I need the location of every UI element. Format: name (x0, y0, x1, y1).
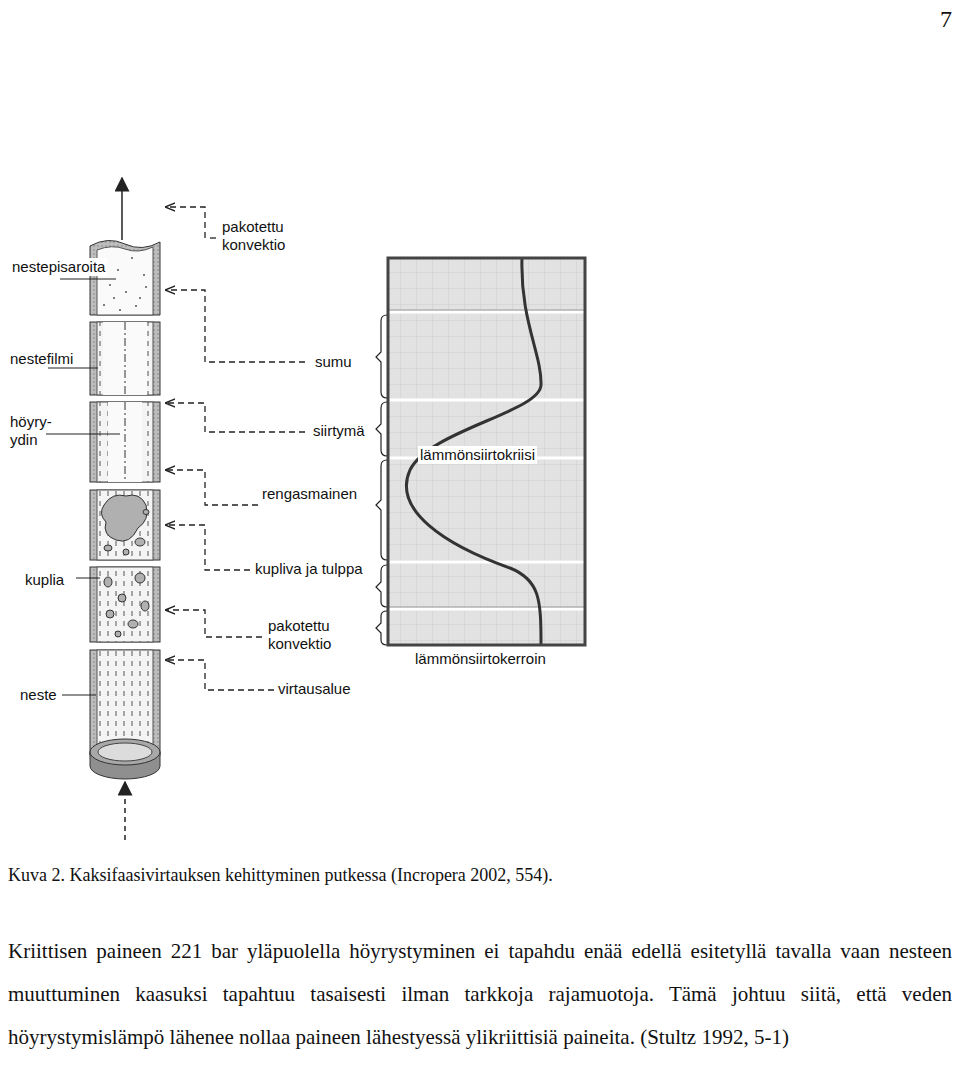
regime-label: sumu (315, 353, 352, 371)
axis-label: lämmönsiirtokerroin (415, 650, 546, 668)
heading-label: virtausalue (278, 680, 351, 698)
regime-label: rengasmainen (262, 485, 357, 503)
part-label: neste (20, 686, 57, 704)
body-paragraph: Kriittisen paineen 221 bar yläpuolella h… (8, 930, 952, 1059)
flow-arrow (121, 178, 123, 240)
part-label: höyry- ydin (10, 413, 58, 449)
regime-label: kupliva ja tulppa (255, 560, 363, 578)
chart-label: lämmönsiirtokriisi (418, 446, 537, 464)
regime-label: pakotettu konvektio (222, 218, 307, 254)
curve (406, 258, 541, 645)
leader-line (46, 279, 120, 695)
pipe (90, 240, 160, 779)
part-label: kuplia (25, 571, 64, 589)
page-number: 7 (940, 10, 952, 28)
regime-label: pakotettu konvektio (268, 617, 353, 653)
flow-arrow (124, 782, 126, 840)
figure-caption: Kuva 2. Kaksifaasivirtauksen kehittymine… (8, 864, 553, 886)
part-label: nestefilmi (10, 350, 73, 368)
bracket (376, 315, 387, 645)
heat-transfer-chart (388, 258, 585, 645)
regime-label: siirtymä (313, 422, 365, 440)
part-label: nestepisaroita (10, 258, 107, 276)
